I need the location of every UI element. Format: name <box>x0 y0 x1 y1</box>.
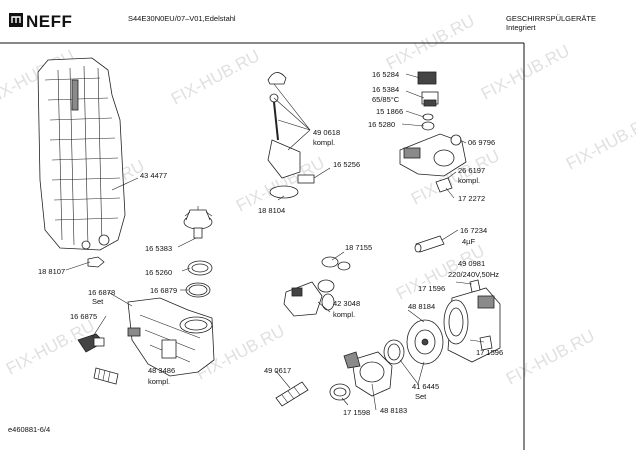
category-title: GESCHIRRSPÜLGERÄTE <box>506 14 596 23</box>
part-label: 16 6875 <box>70 312 97 321</box>
softener-components <box>267 72 315 199</box>
part-label: kompl. <box>313 138 335 147</box>
part-label: 16 7234 <box>460 226 487 235</box>
part-label: 16 5280 <box>368 120 395 129</box>
spray-hub-part <box>183 206 213 239</box>
part-label: kompl. <box>458 176 480 185</box>
circulation-pump-volute <box>329 351 393 401</box>
part-label: 17 2272 <box>458 194 485 203</box>
brand-logo: NEFF <box>26 12 72 31</box>
grommet <box>321 256 339 268</box>
part-label: 41 6445 <box>412 382 439 391</box>
part-label: 16 5256 <box>333 160 360 169</box>
heat-exchanger-part <box>37 57 126 251</box>
document-id: e460881-6/4 <box>8 425 50 434</box>
part-label: 48 3486 <box>148 366 175 375</box>
part-label: 42 3048 <box>333 299 360 308</box>
part-label: 16 5383 <box>145 244 172 253</box>
watermark: FIX-HUB.RU <box>478 41 573 103</box>
part-label: 48 8184 <box>408 302 435 311</box>
hose-segment-part <box>275 381 309 407</box>
part-labels: 43 4477 18 8107 16 5383 16 5260 16 6879 … <box>38 70 503 417</box>
part-label: 16 6878 <box>88 288 115 297</box>
part-label: 16 6879 <box>150 286 177 295</box>
part-label: 18 7155 <box>345 243 372 252</box>
part-label: 16 5260 <box>145 268 172 277</box>
diverter-assembly <box>399 71 467 193</box>
drain-hose-part <box>93 367 119 385</box>
part-label: 49 0617 <box>264 366 291 375</box>
impeller-part <box>406 319 444 365</box>
clip-part <box>479 335 493 351</box>
drain-pump-part <box>283 281 335 317</box>
switch-cap <box>417 71 437 85</box>
header: NEFF S44E30N0EU/07–V01,Edelstahl GESCHIR… <box>0 12 596 450</box>
watermark: FIX-HUB.RU <box>383 11 478 73</box>
part-label: 48 8183 <box>380 406 407 415</box>
seal-ring <box>317 279 335 293</box>
watermark: FIX-HUB.RU <box>563 111 636 173</box>
part-label: Set <box>415 392 427 401</box>
part-label: 4µF <box>462 237 475 246</box>
part-label: 220/240V,50Hz <box>448 270 499 279</box>
part-label: 17 1596 <box>476 348 503 357</box>
sump-housing-part <box>127 297 215 377</box>
pressure-switch-part <box>77 333 105 353</box>
capacitor-part <box>414 235 445 253</box>
part-label: Set <box>92 297 104 306</box>
part-label: kompl. <box>333 310 355 319</box>
part-label: kompl. <box>148 377 170 386</box>
part-label: 16 5284 <box>372 70 399 79</box>
float-chamber <box>71 79 79 111</box>
part-label: 18 8107 <box>38 267 65 276</box>
part-label: 49 0981 <box>458 259 485 268</box>
clip-part <box>469 279 481 293</box>
category-subtitle: Integriert <box>506 23 537 32</box>
part-label: 16 5384 <box>372 85 399 94</box>
watermark: FIX-HUB.RU <box>503 326 598 388</box>
leader-lines <box>65 73 485 411</box>
part-label: 06 9796 <box>468 138 495 147</box>
part-label: 17 1598 <box>343 408 370 417</box>
part-label: 15 1866 <box>376 107 403 116</box>
part-label: 18 8104 <box>258 206 285 215</box>
part-label: 49 0618 <box>313 128 340 137</box>
part-label: 65/85°C <box>372 95 400 104</box>
part-label: 17 1596 <box>418 284 445 293</box>
model-number: S44E30N0EU/07–V01,Edelstahl <box>128 14 236 23</box>
clip-part <box>87 256 105 268</box>
part-label: 26 6197 <box>458 166 485 175</box>
watermark: FIX-HUB.RU <box>168 46 263 108</box>
part-label: 43 4477 <box>140 171 167 180</box>
